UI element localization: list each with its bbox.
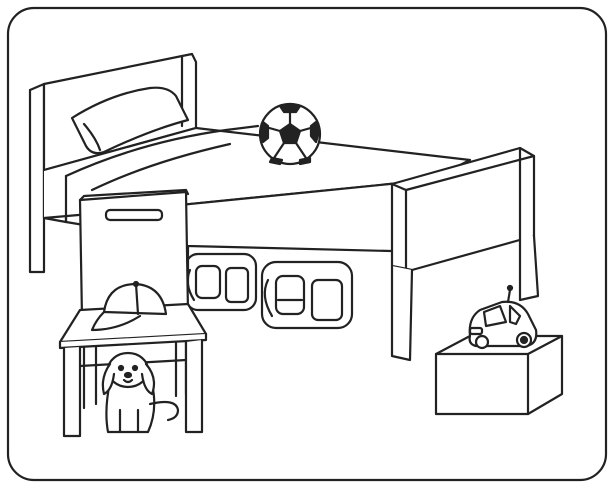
box-icon [436,336,562,414]
chair-icon [60,190,206,436]
toy-car-icon [470,286,537,348]
pillow-icon [72,88,188,153]
dog-icon [103,353,178,432]
cap-icon [92,282,166,330]
bed-icon [30,54,538,360]
soccer-ball-icon [260,104,320,164]
